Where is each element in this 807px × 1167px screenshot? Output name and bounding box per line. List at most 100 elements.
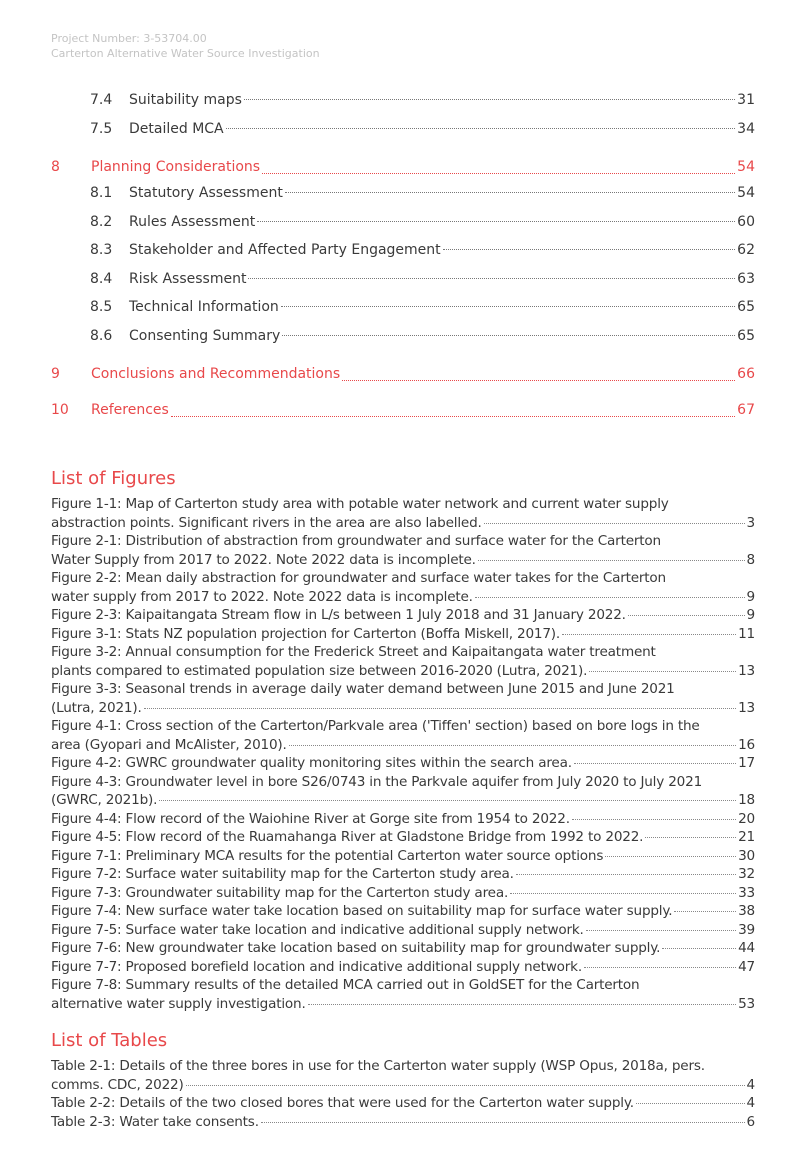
figure-entry[interactable]: Figure 7-5: Surface water take location …: [51, 921, 755, 940]
figure-entry-line: Figure 7-7: Proposed borefield location …: [51, 958, 755, 977]
figure-entry-page: 44: [738, 940, 755, 956]
figure-entry[interactable]: Figure 3-3: Seasonal trends in average d…: [51, 680, 755, 717]
figure-entry-line: area (Gyopari and McAlister, 2010).16: [51, 736, 755, 755]
dot-leader: [573, 763, 737, 764]
figure-entry-text-cont: (Lutra, 2021).: [51, 699, 142, 716]
figure-entry-text-cont: plants compared to estimated population …: [51, 662, 588, 679]
toc-page: 66: [737, 366, 755, 382]
figure-entry[interactable]: Figure 7-3: Groundwater suitability map …: [51, 884, 755, 903]
figure-entry-text-cont: water supply from 2017 to 2022. Note 202…: [51, 588, 473, 605]
figure-entry-text: Figure 7-6: New groundwater take locatio…: [51, 940, 661, 956]
figure-entry-page: 13: [738, 662, 755, 679]
dot-leader: [627, 615, 745, 616]
figure-entry[interactable]: Figure 4-2: GWRC groundwater quality mon…: [51, 754, 755, 773]
dot-leader: [442, 249, 736, 250]
toc-title: Conclusions and Recommendations: [91, 366, 341, 382]
figure-entry-page: 8: [746, 551, 756, 568]
list-of-tables: Table 2-1: Details of the three bores in…: [51, 1057, 755, 1131]
figure-entry[interactable]: Figure 7-4: New surface water take locat…: [51, 902, 755, 921]
table-entry-page: 4: [746, 1095, 756, 1111]
figure-entry-line: alternative water supply investigation.5…: [51, 995, 755, 1014]
figure-entry-page: 30: [738, 847, 755, 864]
toc-title: Technical Information: [129, 299, 279, 315]
figure-entry[interactable]: Figure 4-5: Flow record of the Ruamahang…: [51, 828, 755, 847]
toc-number: 8.6: [90, 327, 113, 344]
toc-page: 63: [737, 270, 755, 287]
dot-leader: [248, 277, 736, 279]
figure-entry[interactable]: Figure 2-1: Distribution of abstraction …: [51, 532, 755, 569]
figure-entry[interactable]: Figure 7-8: Summary results of the detai…: [51, 976, 755, 1013]
figure-entry[interactable]: Figure 4-1: Cross section of the Cartert…: [51, 717, 755, 754]
figure-entry[interactable]: Figure 3-1: Stats NZ population projecti…: [51, 625, 755, 644]
toc-number: 7.5: [90, 120, 113, 137]
toc-page: 34: [737, 120, 755, 137]
figure-entry-line: Figure 7-5: Surface water take location …: [51, 921, 755, 940]
figure-entry-line: Figure 4-4: Flow record of the Waiohine …: [51, 810, 755, 829]
toc-page: 62: [737, 242, 755, 258]
figure-entry[interactable]: Figure 7-2: Surface water suitability ma…: [51, 865, 755, 884]
dot-leader: [674, 911, 737, 912]
list-of-tables-heading: List of Tables: [51, 1030, 168, 1051]
figure-entry-text: Figure 4-1: Cross section of the Cartert…: [51, 718, 700, 734]
page-header: Project Number: 3-53704.00 Carterton Alt…: [51, 31, 320, 61]
figure-entry-line: abstraction points. Significant rivers i…: [51, 514, 755, 533]
toc-number: 8.1: [90, 185, 113, 201]
figure-entry-page: 47: [738, 958, 755, 975]
list-of-figures: Figure 1-1: Map of Carterton study area …: [51, 495, 755, 1013]
dot-leader: [262, 172, 736, 174]
table-entry[interactable]: Table 2-3: Water take consents.6: [51, 1113, 755, 1132]
figure-entry[interactable]: Figure 7-7: Proposed borefield location …: [51, 958, 755, 977]
toc-title: Rules Assessment: [129, 213, 256, 230]
figure-entry-line: Figure 4-5: Flow record of the Ruamahang…: [51, 828, 755, 847]
figure-entry[interactable]: Figure 7-1: Preliminary MCA results for …: [51, 847, 755, 866]
figure-entry-text: Figure 7-8: Summary results of the detai…: [51, 977, 640, 993]
figure-entry[interactable]: Figure 1-1: Map of Carterton study area …: [51, 495, 755, 532]
figure-entry-line: plants compared to estimated population …: [51, 662, 755, 681]
table-entry[interactable]: Table 2-2: Details of the two closed bor…: [51, 1094, 755, 1113]
figure-entry-text: Figure 7-4: New surface water take locat…: [51, 903, 673, 919]
figure-entry-text-cont: alternative water supply investigation.: [51, 995, 306, 1012]
figure-entry-line: Figure 7-3: Groundwater suitability map …: [51, 884, 755, 903]
figure-entry-line: Figure 7-6: New groundwater take locatio…: [51, 939, 755, 958]
figure-entry[interactable]: Figure 4-4: Flow record of the Waiohine …: [51, 810, 755, 829]
dot-leader: [243, 99, 736, 100]
dot-leader: [662, 948, 737, 949]
figure-entry[interactable]: Figure 2-3: Kaipaitangata Stream flow in…: [51, 606, 755, 625]
figure-entry-page: 33: [738, 884, 755, 901]
table-entry-line: Table 2-2: Details of the two closed bor…: [51, 1094, 755, 1113]
toc-number: 8: [51, 159, 60, 175]
figure-entry-text: Figure 2-2: Mean daily abstraction for g…: [51, 570, 666, 586]
dot-leader: [571, 818, 737, 820]
figure-entry[interactable]: Figure 2-2: Mean daily abstraction for g…: [51, 569, 755, 606]
table-entry-page: 6: [746, 1113, 756, 1130]
figure-entry-page: 11: [738, 625, 755, 642]
table-entry[interactable]: Table 2-1: Details of the three bores in…: [51, 1057, 755, 1094]
toc-title: Suitability maps: [129, 92, 242, 108]
figure-entry[interactable]: Figure 3-2: Annual consumption for the F…: [51, 643, 755, 680]
figure-entry-text-cont: Water Supply from 2017 to 2022. Note 202…: [51, 551, 476, 568]
toc-title: Consenting Summary: [129, 327, 281, 344]
list-of-figures-heading: List of Figures: [51, 468, 176, 489]
figure-entry-page: 18: [738, 792, 755, 808]
figure-entry-text: Figure 7-3: Groundwater suitability map …: [51, 884, 509, 901]
figure-entry-page: 13: [738, 699, 755, 716]
figure-entry[interactable]: Figure 4-3: Groundwater level in bore S2…: [51, 773, 755, 810]
dot-leader: [515, 874, 737, 875]
table-entry-line: comms. CDC, 2022)4: [51, 1076, 755, 1095]
figure-entry-text-cont: (GWRC, 2021b).: [51, 792, 158, 808]
figure-entry-line: Figure 2-3: Kaipaitangata Stream flow in…: [51, 606, 755, 625]
figure-entry[interactable]: Figure 7-6: New groundwater take locatio…: [51, 939, 755, 958]
figure-entry-page: 3: [746, 514, 756, 531]
